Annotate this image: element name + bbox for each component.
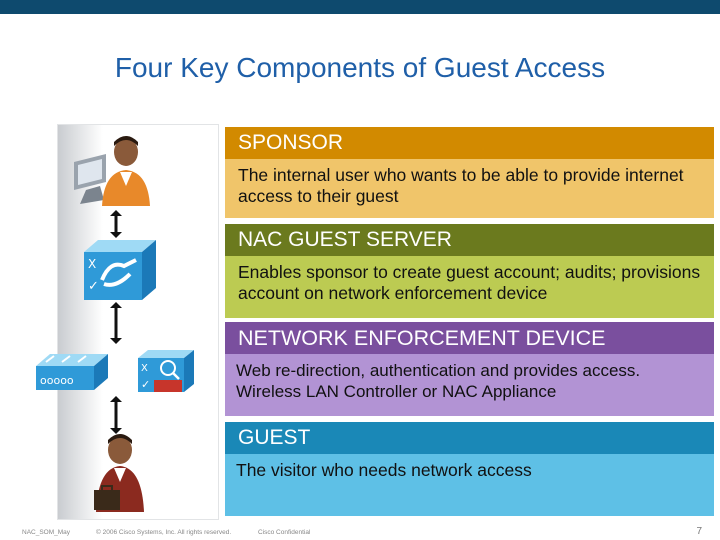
svg-text:X: X: [88, 257, 96, 271]
section-header: SPONSOR: [225, 127, 714, 159]
svg-text:✓: ✓: [88, 279, 99, 294]
top-bar: [0, 0, 720, 14]
nac-guest-server-handshake-icon: X ✓: [84, 240, 156, 300]
svg-text:✓: ✓: [141, 378, 150, 391]
guest-person-with-briefcase-icon: [94, 434, 144, 512]
footer-classification: Cisco Confidential: [258, 529, 311, 536]
double-arrow-icon: [110, 210, 122, 238]
section-sponsor: SPONSOR The internal user who wants to b…: [225, 127, 714, 218]
footer-copyright: © 2006 Cisco Systems, Inc. All rights re…: [96, 529, 232, 536]
svg-text:ooooo: ooooo: [40, 374, 74, 387]
svg-text:X: X: [141, 363, 148, 374]
section-network-enforcement-device: NETWORK ENFORCEMENT DEVICE Web re-direct…: [225, 322, 714, 416]
slide-title: Four Key Components of Guest Access: [114, 52, 606, 83]
footer-doc-id: NAC_SOM_May: [22, 529, 71, 536]
section-body: Enables sponsor to create guest account;…: [225, 256, 714, 318]
section-header: NETWORK ENFORCEMENT DEVICE: [225, 322, 714, 354]
sponsor-person-at-computer-icon: [74, 136, 150, 206]
double-arrow-icon: [110, 396, 122, 434]
wireless-lan-controller-icon: ooooo: [36, 354, 108, 390]
double-arrow-icon: [110, 302, 122, 344]
section-body: The internal user who wants to be able t…: [225, 159, 714, 218]
nac-appliance-icon: X ✓: [138, 350, 194, 392]
section-nac-guest-server: NAC GUEST SERVER Enables sponsor to crea…: [225, 224, 714, 318]
section-guest: GUEST The visitor who needs network acce…: [225, 422, 714, 516]
section-body: The visitor who needs network access: [225, 454, 714, 516]
section-header: GUEST: [225, 422, 714, 454]
page-number: 7: [696, 526, 702, 537]
section-body: Web re-direction, authentication and pro…: [225, 354, 714, 416]
section-header: NAC GUEST SERVER: [225, 224, 714, 256]
